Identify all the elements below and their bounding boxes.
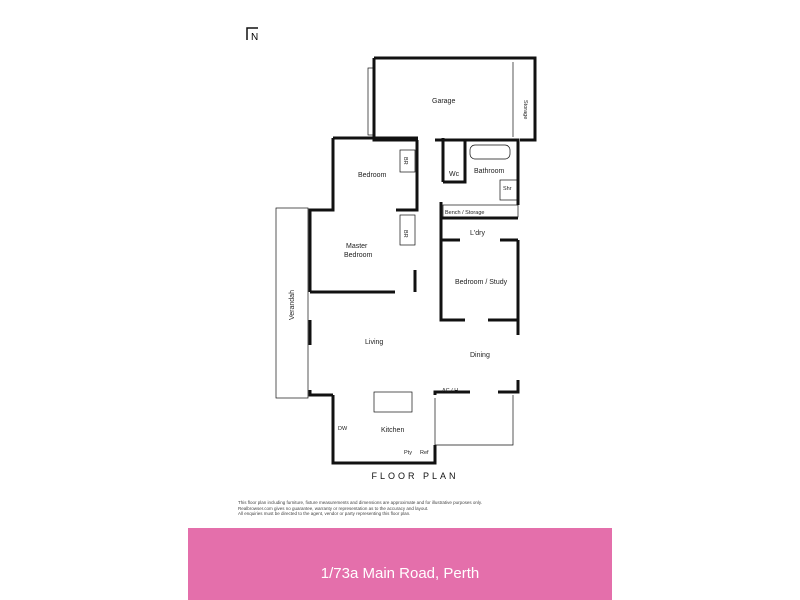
svg-text:AC / H: AC / H	[442, 388, 458, 394]
svg-text:Bathroom: Bathroom	[474, 168, 505, 175]
address-banner: 1/73a Main Road, Perth	[188, 528, 612, 600]
svg-text:Garage: Garage	[432, 98, 455, 105]
svg-text:Bedroom: Bedroom	[358, 172, 387, 179]
svg-text:Pty: Pty	[404, 450, 412, 456]
disclaimer-line: This floor plan including furniture, fix…	[238, 500, 483, 505]
svg-text:BR: BR	[402, 157, 408, 165]
svg-text:BR: BR	[402, 230, 408, 238]
walls	[308, 56, 537, 465]
room-labels: Garage Storage Bedroom BR Wc Bathroom Sh…	[289, 98, 528, 456]
north-icon: N	[246, 27, 258, 43]
svg-text:Dining: Dining	[470, 352, 490, 359]
disclaimer-line: All enquiries must be directed to the ag…	[238, 511, 411, 516]
svg-text:Ref: Ref	[420, 450, 429, 456]
address: 1/73a Main Road, Perth	[320, 565, 480, 582]
svg-text:Storage: Storage	[522, 100, 528, 119]
svg-text:Master: Master	[346, 243, 368, 250]
svg-text:Shr: Shr	[503, 186, 512, 192]
floor-plan-title: FLOOR PLAN	[371, 471, 459, 481]
svg-text:Kitchen: Kitchen	[381, 427, 404, 434]
svg-text:DW: DW	[338, 426, 348, 432]
disclaimer: This floor plan including furniture, fix…	[238, 500, 538, 517]
svg-text:N: N	[251, 32, 258, 43]
thin-lines	[275, 62, 519, 446]
svg-text:Living: Living	[365, 339, 383, 346]
svg-text:Verandah: Verandah	[289, 290, 296, 320]
svg-text:Bedroom / Study: Bedroom / Study	[455, 279, 508, 286]
svg-text:Bedroom: Bedroom	[344, 252, 373, 259]
svg-text:Wc: Wc	[449, 171, 460, 178]
svg-text:Bench / Storage: Bench / Storage	[445, 210, 484, 216]
disclaimer-line: Realbrowser.com gives no guarantee, warr…	[238, 505, 429, 511]
svg-text:L'dry: L'dry	[470, 230, 485, 237]
